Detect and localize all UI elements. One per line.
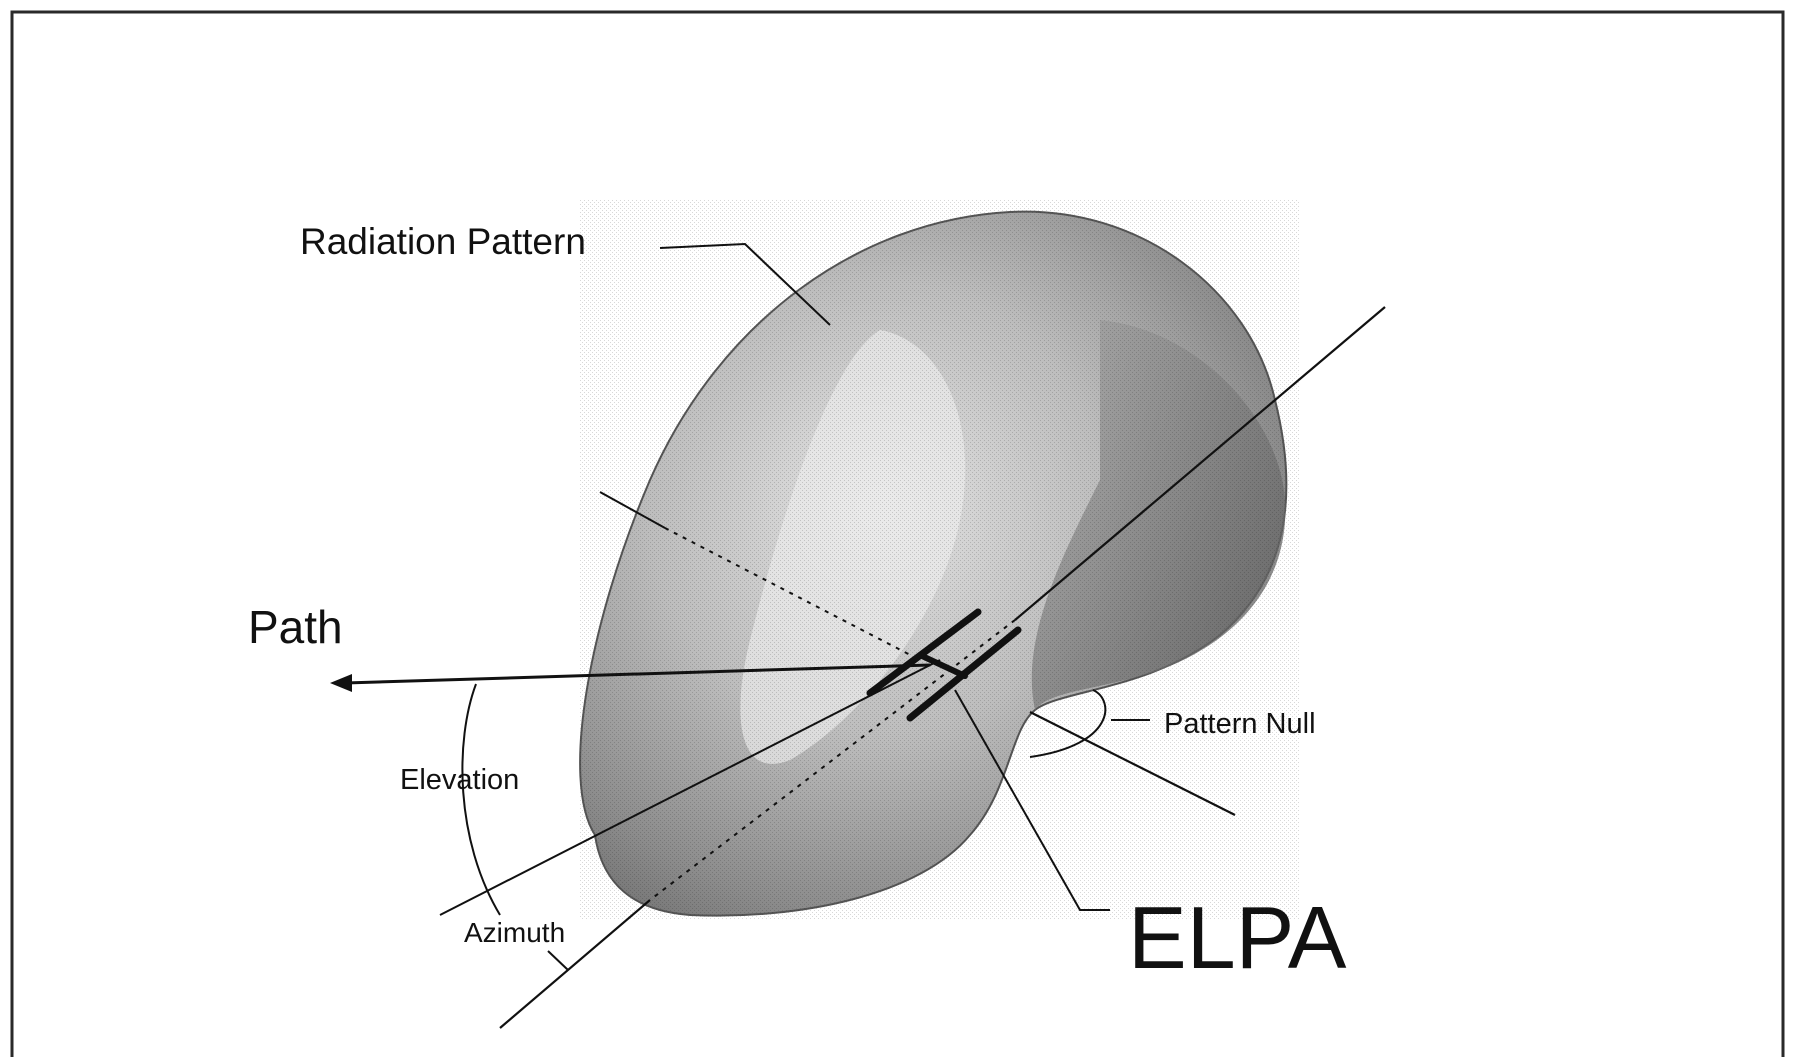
path-arrowhead — [330, 674, 352, 692]
elevation-label: Elevation — [400, 764, 519, 796]
radiation-pattern-shape — [580, 200, 1300, 920]
azimuth-tick — [548, 951, 568, 970]
elpa-label: ELPA — [1128, 888, 1347, 987]
pattern-null-label: Pattern Null — [1164, 708, 1316, 740]
azimuth-label: Azimuth — [464, 917, 565, 948]
elevation-arc — [462, 684, 500, 915]
radiation-pattern-label: Radiation Pattern — [300, 221, 586, 262]
path-label: Path — [248, 601, 343, 653]
